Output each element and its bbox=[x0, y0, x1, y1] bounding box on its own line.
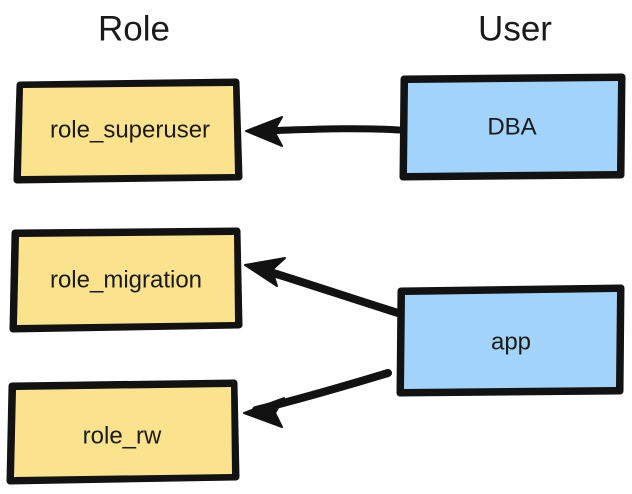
node-body bbox=[404, 292, 617, 389]
node-label: app bbox=[491, 328, 531, 355]
edge-app-to-role-rw bbox=[243, 369, 392, 428]
column-header-role: Role bbox=[98, 9, 170, 48]
edge-shaft bbox=[253, 264, 402, 317]
node-body bbox=[17, 235, 235, 325]
column-header-user: User bbox=[478, 9, 552, 48]
nodes-layer: role_superuser role_migration role_rw DB… bbox=[6, 73, 626, 485]
node-body bbox=[14, 387, 232, 477]
node-label: DBA bbox=[487, 113, 536, 140]
node-label: role_superuser bbox=[50, 116, 210, 143]
node-role-rw[interactable]: role_rw bbox=[6, 379, 240, 485]
edge-dba-to-role-superuser bbox=[245, 116, 403, 147]
edges-layer bbox=[243, 116, 403, 428]
edge-arrowhead bbox=[245, 116, 283, 147]
node-role-superuser[interactable]: role_superuser bbox=[13, 78, 243, 184]
node-label: role_migration bbox=[50, 266, 202, 293]
node-user-app[interactable]: app bbox=[396, 284, 625, 397]
edge-arrowhead bbox=[243, 397, 285, 428]
node-label: role_rw bbox=[83, 422, 162, 449]
node-role-migration[interactable]: role_migration bbox=[9, 227, 243, 333]
node-body bbox=[407, 81, 618, 173]
column-headers: Role User bbox=[98, 9, 552, 48]
edge-shaft bbox=[252, 125, 403, 135]
node-user-dba[interactable]: DBA bbox=[399, 73, 626, 181]
node-body bbox=[21, 86, 235, 176]
edge-arrowhead bbox=[244, 257, 286, 287]
edge-app-to-role-migration bbox=[244, 257, 402, 317]
